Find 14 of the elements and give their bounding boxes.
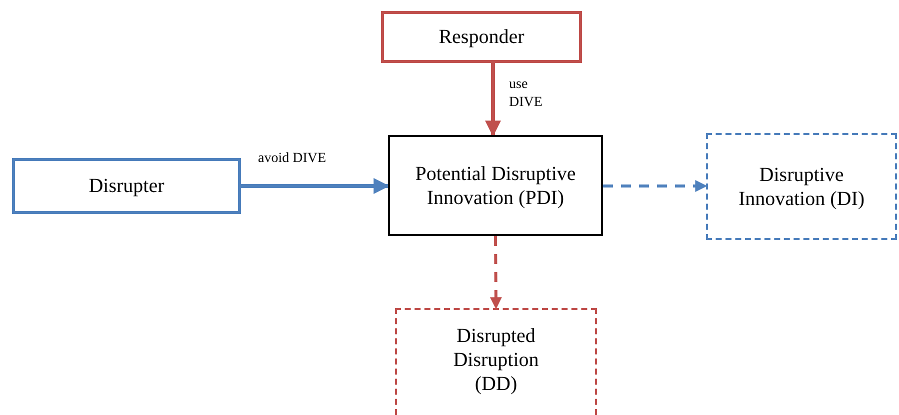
node-label: Disrupter: [88, 174, 164, 198]
process-box: [706, 133, 897, 240]
process-box: [381, 11, 582, 63]
process-box: [395, 308, 597, 415]
node-label: Disruptive Innovation (DI): [737, 162, 866, 210]
arrow: [241, 178, 390, 194]
node-label: Responder: [438, 25, 524, 49]
node-label: Potential Disruptive Innovation (PDI): [414, 162, 577, 210]
arrow: [603, 180, 708, 192]
process-box: [12, 158, 241, 214]
process-box: [388, 135, 603, 236]
node-label: Disrupted Disruption (DD): [452, 324, 540, 396]
arrow: [490, 236, 502, 310]
arrow: [485, 63, 501, 137]
